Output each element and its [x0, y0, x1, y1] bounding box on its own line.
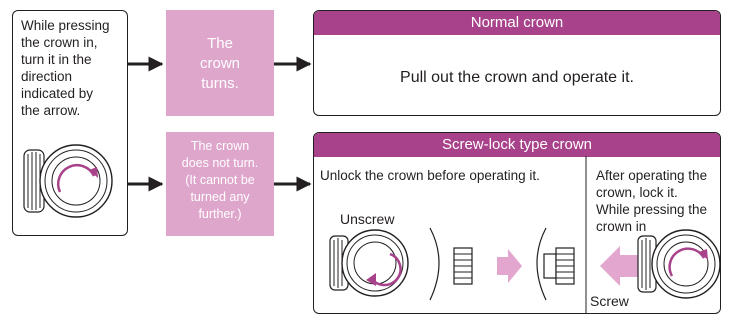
unscrew-arrow-icon [371, 252, 402, 287]
screw-arrowhead-icon [699, 249, 708, 260]
normal-crown-title: Normal crown [314, 11, 720, 35]
unscrew-arrowhead-icon [366, 273, 376, 286]
instruction-text: While pressing the crown in, turn it in … [21, 18, 110, 118]
crown-stem-locked-icon [543, 247, 575, 285]
outcome-crown-turns: The crown turns. [166, 10, 274, 116]
rotate-arrowhead-icon [89, 167, 98, 178]
unlock-text: Unlock the crown before operating it. [320, 168, 540, 183]
screw-lock-crown-title: Screw-lock type crown [314, 133, 720, 157]
case-edge-right [536, 227, 547, 301]
screw-crown-icon [637, 229, 721, 299]
normal-crown-text: Pull out the crown and operate it. [400, 69, 634, 86]
normal-crown-box: Normal crown Pull out the crown and oper… [313, 10, 721, 116]
unscrew-crown-icon [329, 229, 409, 297]
screw-arrow-icon [668, 247, 706, 277]
push-in-arrow-icon [600, 246, 642, 286]
crown-icon [23, 144, 113, 218]
outcome-crown-does-not-turn: The crown does not turn. (It cannot be t… [166, 132, 274, 236]
progress-arrow-icon [497, 249, 522, 283]
unscrew-label: Unscrew [340, 211, 395, 227]
crown-stem-unlocked-icon [453, 247, 473, 285]
case-edge-left [429, 227, 440, 301]
after-operating-text: After operating the crown, lock it. Whil… [596, 168, 708, 234]
screw-label: Screw [590, 293, 629, 309]
